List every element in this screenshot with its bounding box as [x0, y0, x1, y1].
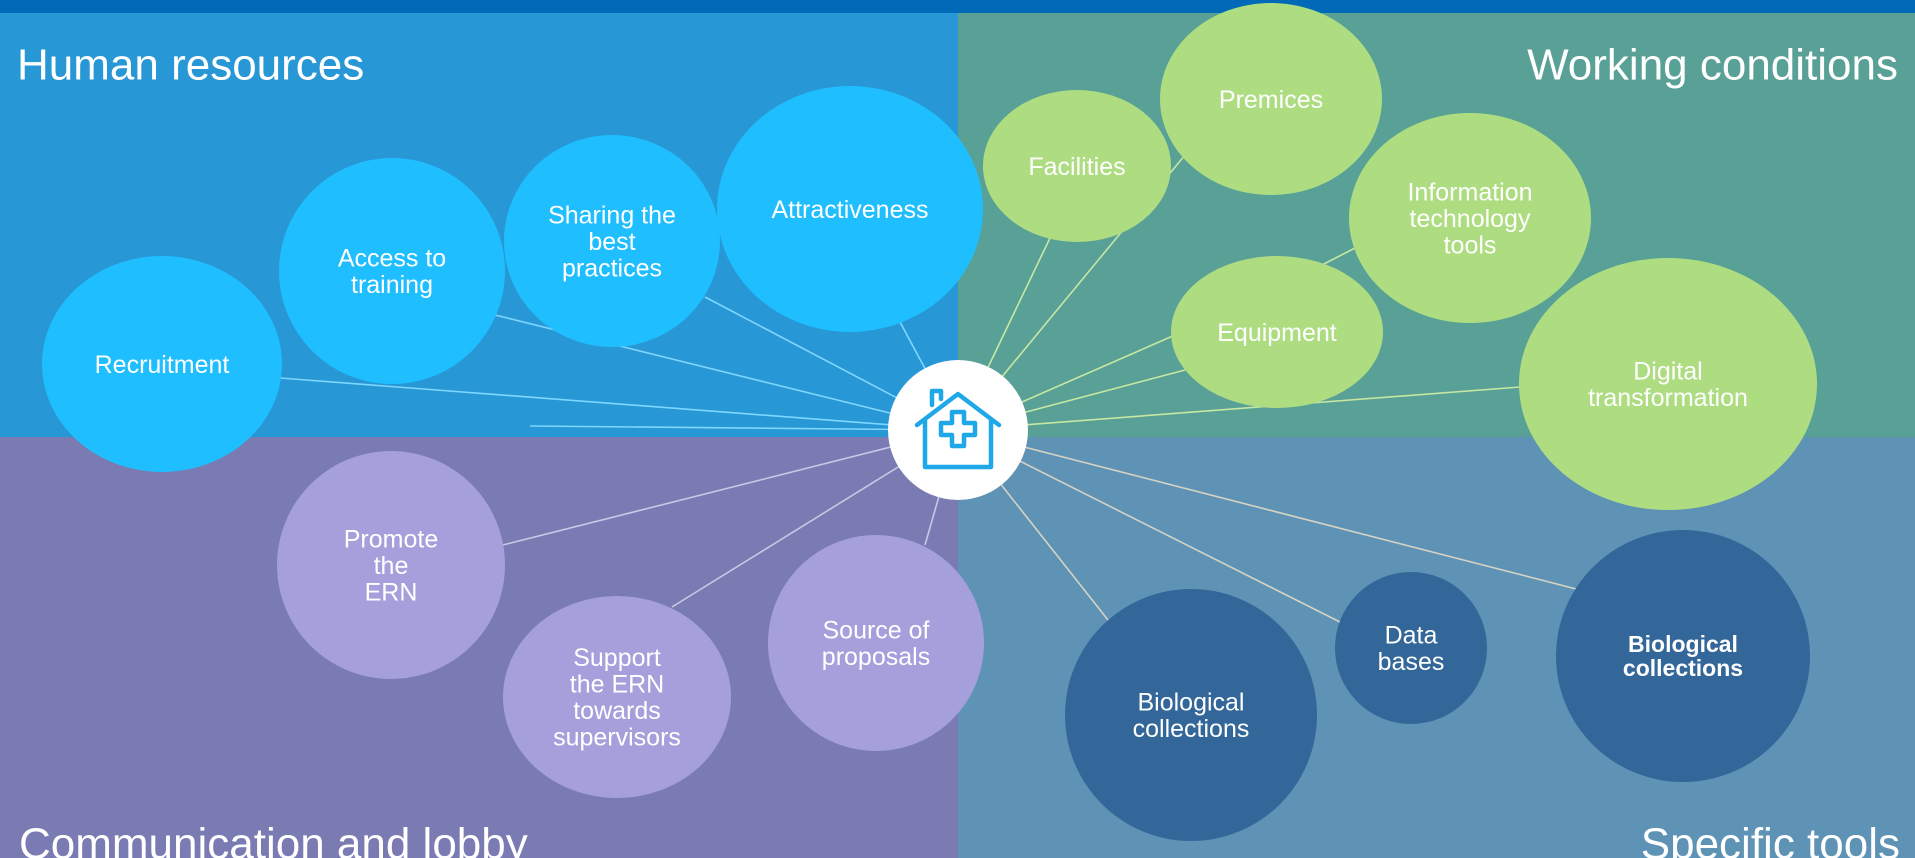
equipment-label: Equipment	[1217, 319, 1337, 347]
connector-line	[1321, 247, 1356, 266]
facilities-label: Facilities	[1028, 153, 1125, 181]
information-technology-tools-bubble	[1349, 113, 1591, 323]
premices-bubble	[1160, 3, 1382, 195]
facilities-bubble	[983, 90, 1171, 242]
premices-label: Premices	[1219, 86, 1323, 114]
source-of-proposals-bubble	[768, 535, 984, 751]
attractiveness-bubble	[717, 86, 983, 332]
biological-collections-bold-bubble	[1556, 530, 1810, 782]
attractiveness-label: Attractiveness	[771, 196, 928, 224]
hub-circle	[888, 360, 1028, 500]
recruitment-bubble	[42, 256, 282, 472]
access-to-training-bubble	[279, 158, 505, 384]
connector-line	[957, 429, 1581, 591]
support-the-ern-bubble	[503, 596, 731, 798]
top-bar	[0, 0, 1915, 13]
central-hub	[888, 360, 1028, 500]
biological-collections-bubble	[1065, 589, 1317, 841]
house-medical-cross-icon	[914, 388, 1002, 470]
data-bases-bubble	[1335, 572, 1487, 724]
human-resources-title: Human resources	[17, 40, 364, 89]
communication-title: Communication and lobby	[19, 819, 528, 858]
working-conditions-title: Working conditions	[1527, 40, 1898, 89]
connector-lines	[279, 154, 1581, 623]
connector-line	[957, 429, 1341, 623]
connector-line	[529, 425, 959, 431]
connector-line	[502, 429, 959, 546]
equipment-bubble	[1171, 256, 1383, 408]
connector-line	[957, 386, 1521, 431]
recruitment-label: Recruitment	[95, 351, 230, 379]
digital-transformation-bubble	[1519, 258, 1817, 510]
sharing-best-practices-bubble	[504, 135, 720, 347]
specific-tools-title: Specific tools	[1641, 819, 1900, 858]
promote-the-ern-bubble	[277, 451, 505, 679]
connector-line	[279, 377, 959, 431]
